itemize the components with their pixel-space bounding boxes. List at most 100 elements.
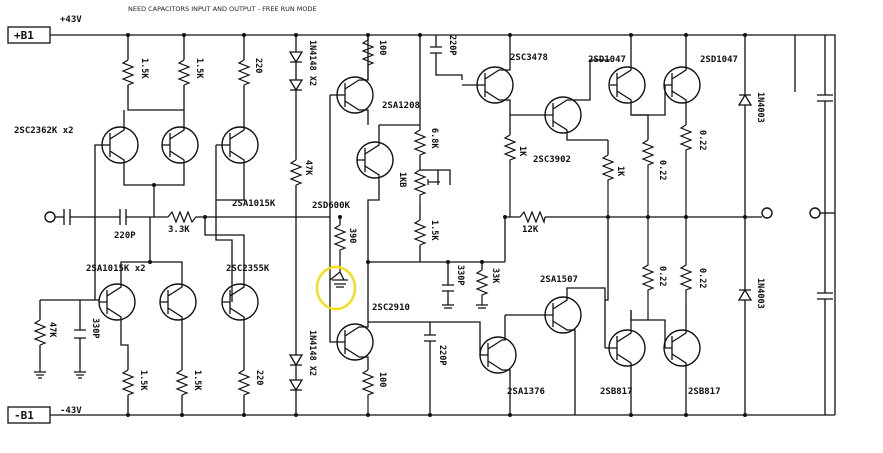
q-2sc3478 [462,35,514,135]
ground-390 [329,270,348,288]
diode-1n4003-top [737,92,753,217]
label-r-022-d: 0.22 [697,268,707,288]
diode-1n4003-bot [737,217,753,415]
q-2sb817-a [605,310,646,415]
neg-rail-voltage: -43V [60,406,82,416]
q-2sc2355k [221,265,259,335]
res-15k-4 [175,369,189,396]
negative-rail: -B1 -43V [7,406,835,424]
label-r-68k: 6.8K [429,128,439,149]
pos-rail-label: +B1 [14,29,34,42]
res-100-top [361,39,375,80]
q-2sd600k [356,125,394,262]
label-q-2sa1015k: 2SA1015K x2 [86,264,146,274]
label-r-022-c: 0.22 [657,266,667,286]
label-c-330p-left: 330P [90,318,100,338]
highlight-ground [315,265,357,311]
res-1k-b [601,154,615,217]
label-r-15k-1: 1.5K [139,58,149,79]
q-2sb817-b [648,305,701,415]
label-r-022-b: 0.22 [697,130,707,150]
res-022-d [679,217,693,305]
label-r-47k-left: 47K [47,322,57,338]
label-r-1k-b: 1K [615,166,625,177]
q-2sa1507 [505,287,606,415]
res-022-a [641,139,655,217]
res-220-bot [237,369,251,396]
res-3k3-in [167,210,330,224]
label-r-33k-in: 3.3K [168,225,190,235]
label-r-022-a: 0.22 [657,160,667,180]
res-68k [413,129,427,156]
label-r-15k-2: 1.5K [194,58,204,79]
label-r-15k-3: 1.5K [138,370,148,391]
label-r-100-top: 100 [377,40,387,55]
label-q-2sc2355k: 2SC2355K [226,264,270,274]
label-q-2sd600k: 2SD600K [312,201,351,211]
lower-driver-wiring [604,217,609,348]
label-d-1n4003-top: 1N4003 [755,92,765,123]
res-1k-a [503,134,517,217]
supply-cap-bot [817,213,833,415]
res-15k-3 [121,369,135,396]
label-q-2sb817-a: 2SB817 [600,387,633,397]
neg-rail-label: -B1 [14,409,34,422]
res-47k-left [33,319,47,346]
res-15k-bias [413,219,427,246]
header-note: NEED CAPACITORS INPUT AND OUTPUT - FREE … [128,5,317,13]
label-r-15k-4: 1.5K [192,370,202,391]
input-stage-top-wiring [94,35,245,300]
label-r-390: 390 [347,228,357,243]
label-d-1n4148-bot: 1N4148 X2 [307,330,317,376]
q-2sc3902 [510,59,610,141]
res-390 [333,224,347,272]
q-2sa1015k-1 [98,270,136,335]
supply-cap-top [817,35,833,213]
q-2sa1015k-top [221,110,259,178]
label-q-2sc3902: 2SC3902 [533,155,571,165]
label-q-2sc2362k: 2SC2362K x2 [14,126,74,136]
label-d-1n4003-bot: 1N4003 [755,278,765,309]
label-r-33k-out: 33K [490,268,500,284]
q-2sd1047-a [608,35,649,140]
label-r-1kb: 1KB [397,172,407,187]
cap-220p-bot [424,322,436,415]
label-r-47k-mid: 47K [303,160,313,176]
q-2sd1047-b [631,35,701,125]
res-47k-mid [289,159,303,186]
res-12k [519,210,546,225]
res-022-b [679,124,693,217]
label-q-2sa1015k-b: 2SA1015K [232,199,276,209]
output-terminal [761,207,773,219]
label-q-2sb817-b: 2SB817 [688,387,721,397]
label-q-2sa1507: 2SA1507 [540,275,578,285]
label-c-220p-top: 220P [447,35,457,55]
res-100-bot [361,369,375,415]
vas-wiring [329,94,505,343]
label-r-15k-bias: 1.5K [429,220,439,241]
res-15k-2 [177,59,191,86]
junction-dots [126,33,747,417]
diodes-1n4148-bot [288,350,304,415]
pos-rail-voltage: +43V [60,15,82,25]
cap-220p-top [430,35,463,80]
label-q-2sc3478: 2SC3478 [510,53,548,63]
label-r-100-bot: 100 [377,372,387,387]
diodes-1n4148-top [288,35,304,350]
label-q-2sa1208: 2SA1208 [382,101,420,111]
label-d-1n4148-top: 1N4148 X2 [307,40,317,86]
positive-rail: +B1 +43V [7,15,836,415]
q-2sc2362k-2 [161,110,199,178]
label-r-12k: 12K [522,225,539,235]
label-r-1k-a: 1K [517,146,527,157]
pot-1kb [413,169,440,205]
res-33k-out [475,269,489,309]
label-c-220p-in: 220P [114,231,136,241]
label-q-2sd1047-b: 2SD1047 [700,55,738,65]
label-c-330p-mid: 330P [455,265,465,285]
q-2sa1015k-2 [159,270,197,335]
output-ground-terminal [809,207,835,219]
label-q-2sd1047-a: 2SD1047 [588,55,626,65]
label-r-220-bot: 220 [254,370,264,385]
